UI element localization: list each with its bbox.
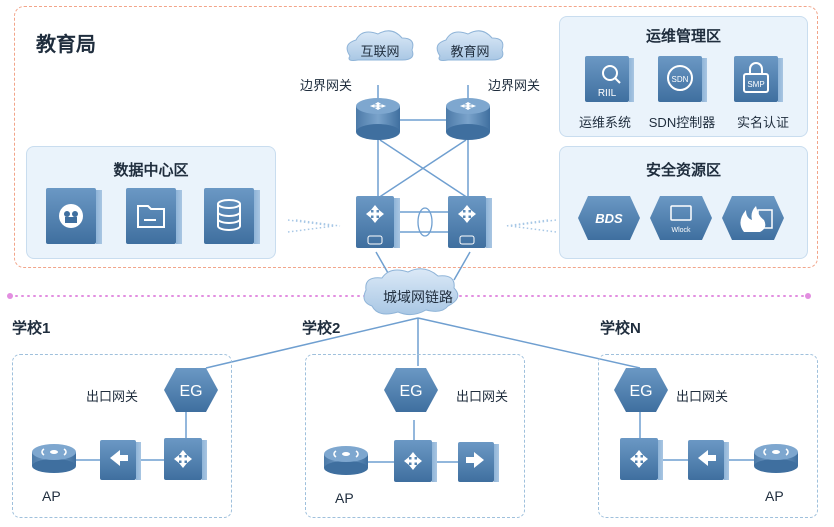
school2-eg-gateway: EG: [384, 368, 438, 412]
school2-ap-label: AP: [335, 490, 354, 506]
ops-zone-title: 运维管理区: [645, 28, 721, 45]
education-bureau-region: [14, 6, 818, 268]
divider-endpoint: [7, 293, 13, 299]
education-bureau-title: 教育局: [36, 34, 96, 56]
school1-box: [12, 354, 232, 518]
schooln-ap-label: AP: [765, 488, 784, 504]
sdn-controller-icon: SDN: [658, 56, 707, 102]
school1-eg-gateway: EG: [164, 368, 218, 412]
smp-auth-icon: SMP: [734, 56, 783, 102]
security-zone-title: 安全资源区: [645, 162, 721, 179]
core-switch-right: [448, 196, 492, 248]
bds-icon-text: BDS: [595, 211, 623, 226]
border-router-right: [446, 98, 490, 140]
schooln-access-switch: [688, 440, 729, 480]
riil-icon-text: RIIL: [598, 88, 617, 99]
link-aggregation-mark: [417, 207, 433, 237]
video-server-icon: [46, 188, 102, 244]
school2-gateway-label: 出口网关: [456, 389, 509, 404]
school1-title: 学校1: [12, 320, 51, 337]
sdn-icon-text: SDN: [672, 75, 689, 84]
core-switch-left: [356, 196, 400, 248]
file-server-icon: [126, 188, 182, 244]
school1-ap: [32, 444, 76, 473]
realname-auth-label: 实名认证: [736, 115, 789, 130]
schooln-core-switch: [620, 438, 663, 480]
sdn-controller-label: SDN控制器: [648, 115, 716, 130]
school2-title: 学校2: [302, 320, 341, 337]
wan-cloud-label: 城域网链路: [383, 289, 453, 305]
school1-ap-label: AP: [42, 488, 61, 504]
database-server-icon: [204, 188, 260, 244]
riil-ops-icon: RIIL: [585, 56, 634, 102]
school2-ap: [324, 446, 368, 475]
school1-gateway-label: 出口网关: [86, 389, 139, 404]
divider-endpoint: [805, 293, 811, 299]
schooln-gateway-label: 出口网关: [676, 389, 729, 404]
school1-core-switch: [164, 438, 207, 480]
internet-cloud-label: 互联网: [360, 44, 400, 59]
wlock-icon: Wlock: [650, 196, 712, 240]
smp-icon-text: SMP: [747, 80, 764, 89]
wlock-icon-text: Wlock: [671, 227, 691, 234]
school1-eg-text: EG: [179, 383, 202, 400]
border-gateway-label-left: 边界网关: [300, 78, 353, 93]
school2-box: [305, 354, 525, 518]
school2-access-switch: [458, 442, 499, 482]
edunet-cloud: [436, 30, 504, 61]
schooln-eg-text: EG: [629, 383, 652, 400]
flow-chevrons-left: [287, 219, 341, 233]
firewall-icon: [722, 196, 784, 240]
border-router-left: [356, 98, 400, 140]
bds-icon: BDS: [578, 196, 640, 240]
school1-access-switch: [100, 440, 141, 480]
schooln-ap: [754, 444, 798, 473]
schooln-box: [598, 354, 818, 518]
schooln-eg-gateway: EG: [614, 368, 668, 412]
internet-cloud: [346, 30, 414, 61]
datacenter-zone-title: 数据中心区: [113, 162, 189, 179]
border-gateway-label-right: 边界网关: [488, 78, 541, 93]
wan-cloud: [363, 268, 459, 316]
edunet-cloud-label: 教育网: [450, 44, 490, 59]
flow-chevrons-right: [505, 219, 557, 233]
school2-core-switch: [394, 440, 437, 482]
ops-system-label: 运维系统: [578, 115, 631, 130]
schooln-title: 学校N: [600, 320, 641, 337]
school2-eg-text: EG: [399, 383, 422, 400]
